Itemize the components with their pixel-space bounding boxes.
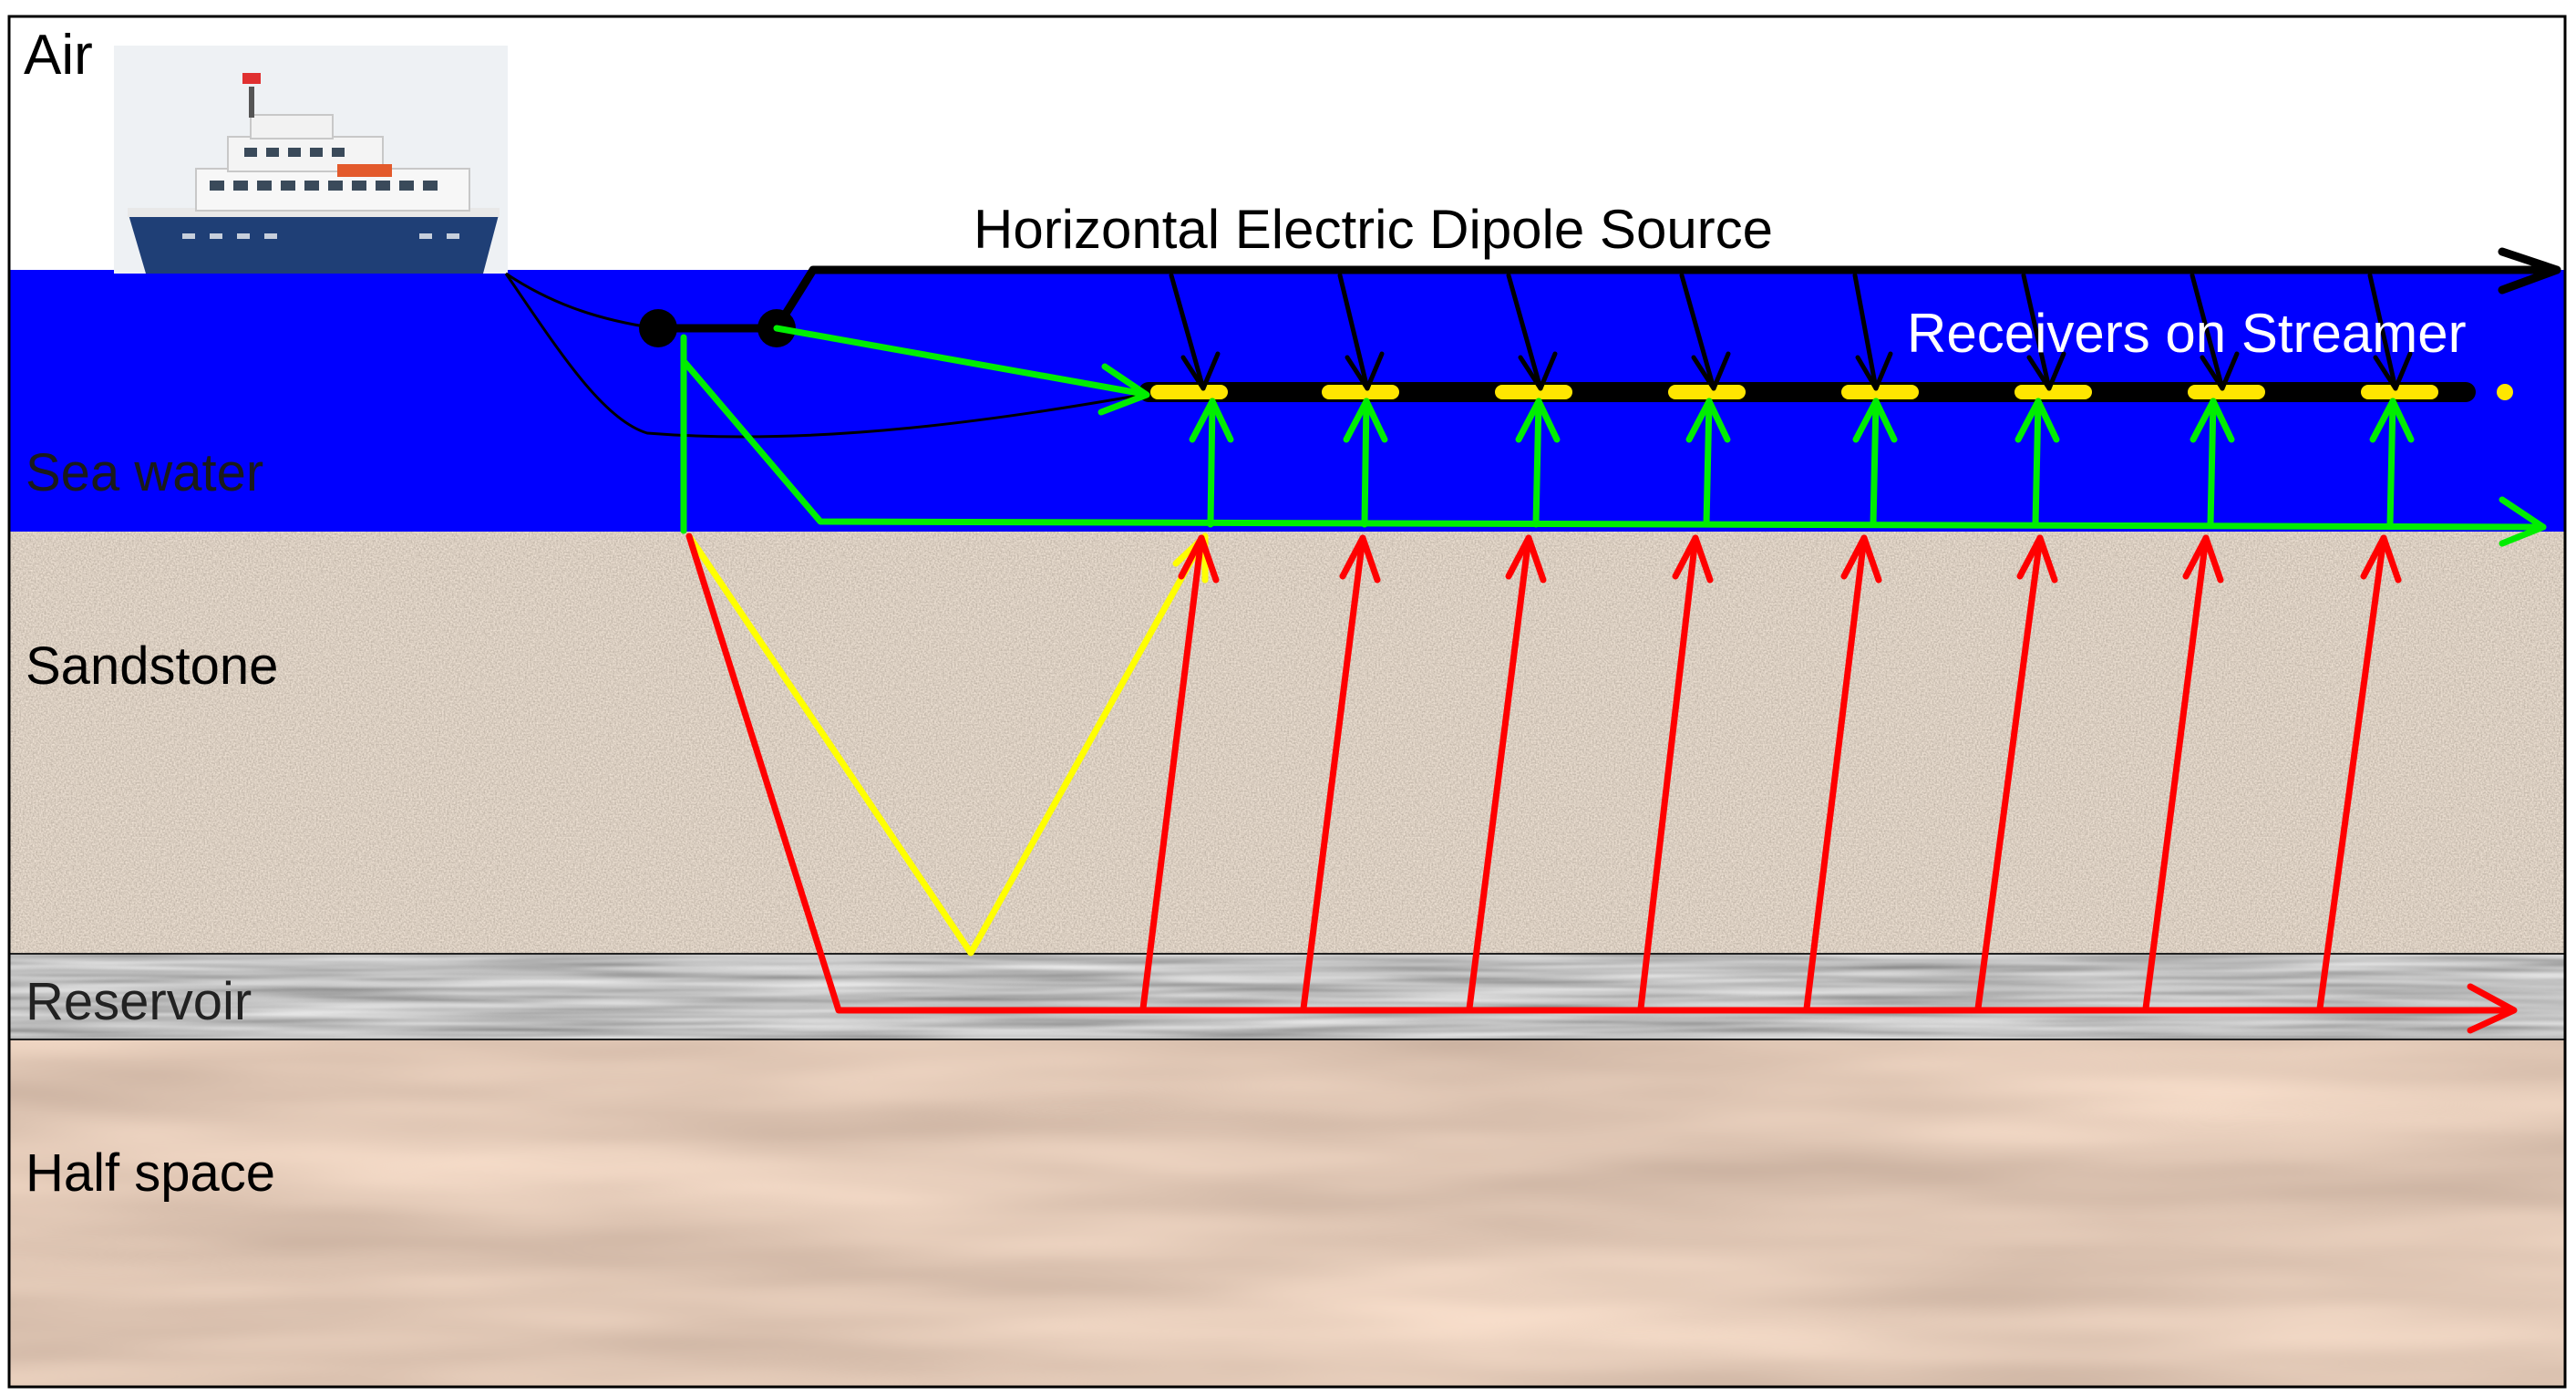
source-label: Horizontal Electric Dipole Source xyxy=(974,199,1774,260)
streamer-depth-arrows xyxy=(1169,273,2413,391)
receiver xyxy=(2188,385,2265,399)
air-label: Air xyxy=(24,24,93,87)
half-space-texture xyxy=(9,1039,2565,1387)
sea-water-label: Sea water xyxy=(26,443,264,502)
green-receiver-arrows xyxy=(1189,398,2415,528)
diagram-frame xyxy=(7,15,2567,1389)
sandstone-texture xyxy=(9,532,2565,954)
reservoir-label: Reservoir xyxy=(26,972,252,1031)
half-space-label: Half space xyxy=(26,1143,276,1203)
sandstone-label: Sandstone xyxy=(26,636,279,696)
reflected-wave-path xyxy=(685,533,1209,957)
receiver xyxy=(1322,385,1399,399)
receiver xyxy=(1495,385,1572,399)
receiver xyxy=(1668,385,1746,399)
receivers xyxy=(1150,384,2513,400)
direct-wave-paths xyxy=(680,325,2547,547)
reservoir-texture xyxy=(9,954,2565,1039)
receiver xyxy=(1841,385,1919,399)
receivers-label: Receivers on Streamer xyxy=(1907,303,2467,364)
research-vessel-icon xyxy=(114,46,508,274)
receiver xyxy=(2361,385,2438,399)
receiver xyxy=(1150,385,1228,399)
tow-cable-streamer xyxy=(504,273,1159,439)
tow-cable-source xyxy=(505,272,657,330)
receiver xyxy=(2014,385,2092,399)
source-tow-arrow xyxy=(772,247,2561,333)
refracted-wave-paths xyxy=(685,533,2518,1034)
receiver-tail xyxy=(2497,384,2513,400)
